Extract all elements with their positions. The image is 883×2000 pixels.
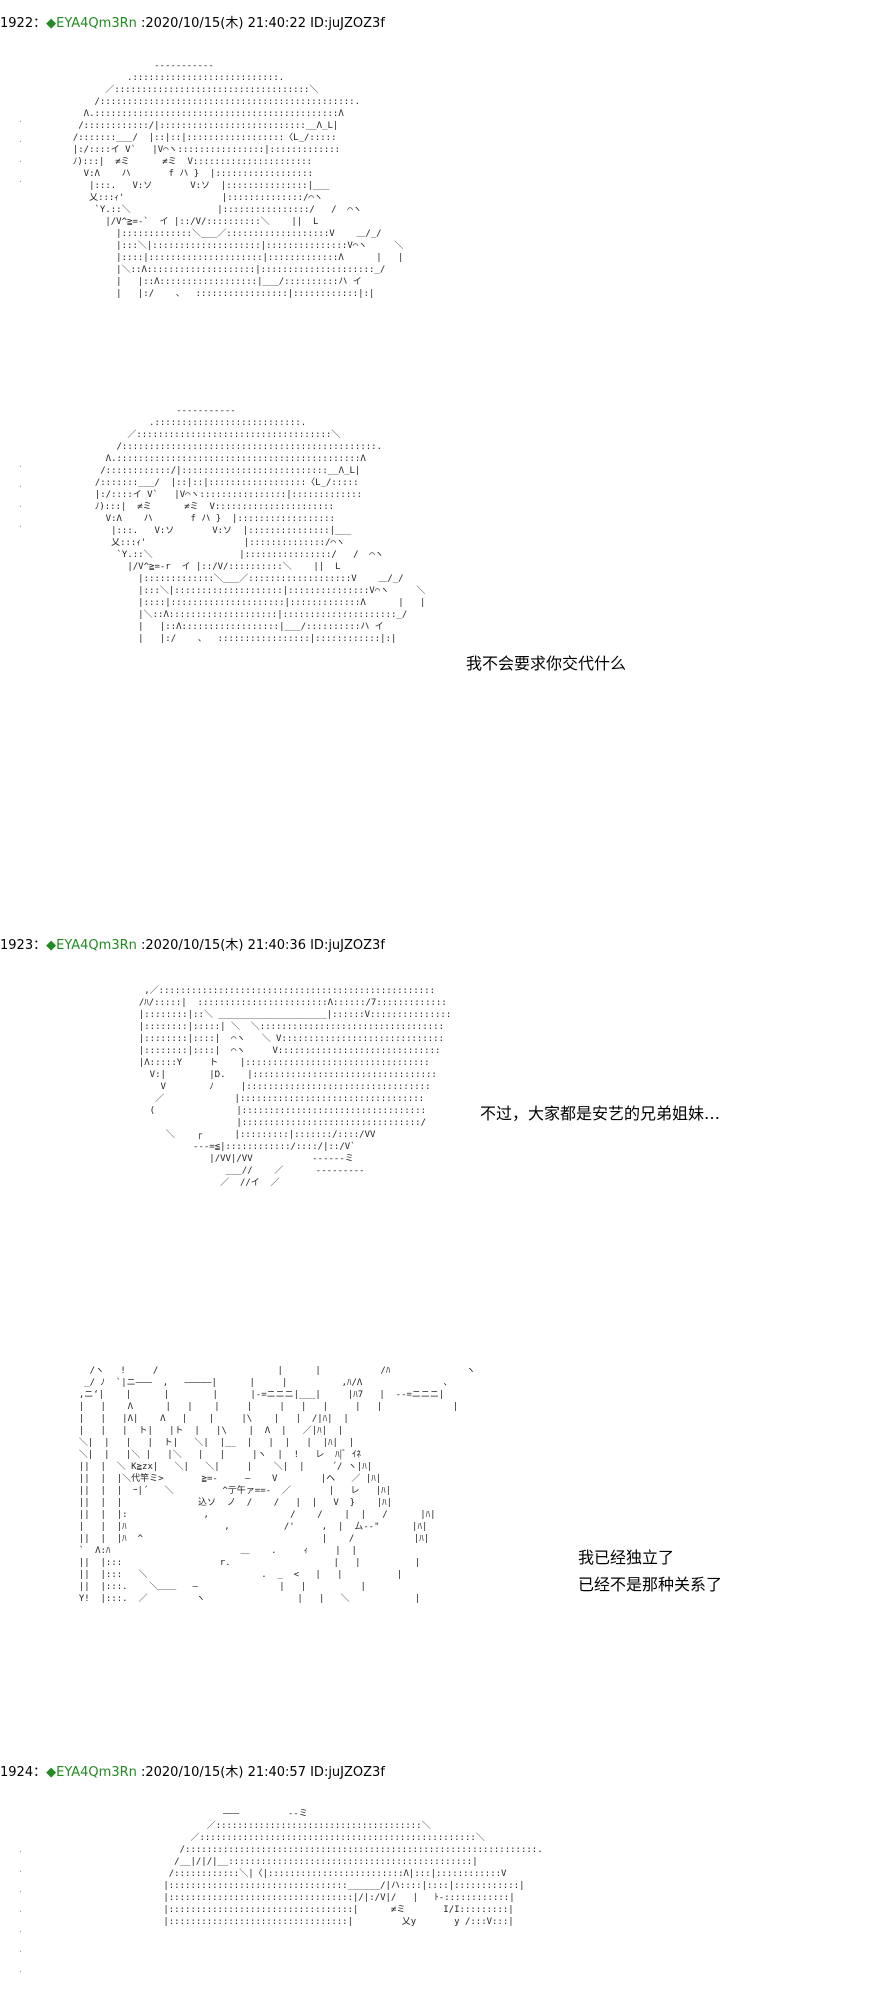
post-header-1923: 1923：◆EYA4Qm3Rn :2020/10/15(木) 21:40:36 … bbox=[0, 938, 385, 954]
ascii-art-5: ――― --ミ ／:::::::::::::::::::::::::::::::… bbox=[163, 1809, 543, 1927]
post-header-1924: 1924：◆EYA4Qm3Rn :2020/10/15(木) 21:40:57 … bbox=[0, 1765, 385, 1781]
post-separator: ： bbox=[33, 16, 47, 31]
post-meta: :2020/10/15(木) 21:40:22 ID:juJZOZ3f bbox=[136, 16, 385, 31]
dialogue-line: 我已经独立了 bbox=[578, 1548, 675, 1567]
tripcode: EYA4Qm3Rn bbox=[56, 938, 137, 953]
ascii-art-1: ----------- .:::::::::::::::::::::::::::… bbox=[72, 61, 404, 299]
tripcode: EYA4Qm3Rn bbox=[56, 1765, 137, 1780]
post-separator: ： bbox=[33, 1765, 47, 1780]
ascii-art-3: ,／::::::::::::::::::::::::::::::::::::::… bbox=[138, 986, 452, 1188]
side-dots: ....... bbox=[18, 1845, 23, 1974]
trip-diamond-icon: ◆ bbox=[46, 1765, 57, 1780]
dialogue-line: 我不会要求你交代什么 bbox=[466, 654, 627, 673]
post-number: 1922 bbox=[0, 16, 34, 31]
side-dots: .... bbox=[18, 460, 23, 529]
post-header-1922: 1922：◆EYA4Qm3Rn :2020/10/15(木) 21:40:22 … bbox=[0, 16, 385, 32]
ascii-art-4: /ヽ ! / | | /ﾊ ヽ _/ ﾉ `|ニ――― , ―――――| | |… bbox=[78, 1366, 476, 1604]
post-number: 1923 bbox=[0, 938, 34, 953]
post-separator: ： bbox=[33, 938, 47, 953]
trip-diamond-icon: ◆ bbox=[46, 16, 57, 31]
post-meta: :2020/10/15(木) 21:40:57 ID:juJZOZ3f bbox=[136, 1765, 385, 1780]
tripcode: EYA4Qm3Rn bbox=[56, 16, 137, 31]
side-dots: .... bbox=[18, 115, 23, 184]
dialogue-line: 已经不是那种关系了 bbox=[578, 1575, 723, 1594]
ascii-art-2: ----------- .:::::::::::::::::::::::::::… bbox=[94, 406, 426, 644]
post-meta: :2020/10/15(木) 21:40:36 ID:juJZOZ3f bbox=[136, 938, 385, 953]
dialogue-line: 不过，大家都是安艺的兄弟姐妹… bbox=[480, 1104, 721, 1123]
post-number: 1924 bbox=[0, 1765, 34, 1780]
trip-diamond-icon: ◆ bbox=[46, 938, 57, 953]
